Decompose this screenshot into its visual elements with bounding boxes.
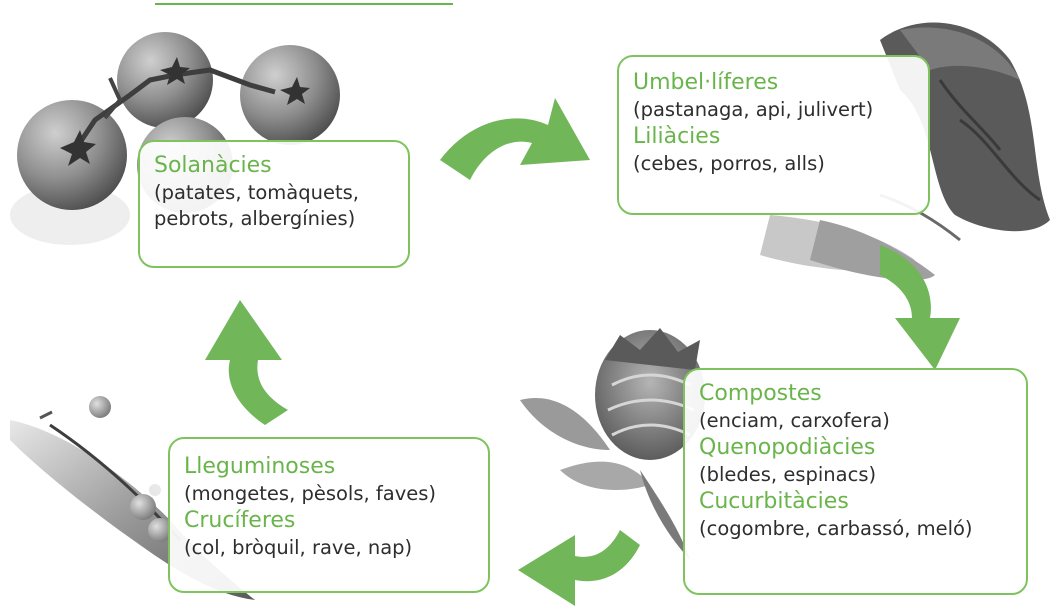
family-title: Compostes: [699, 380, 1012, 408]
family-title: Umbel·líferes: [633, 69, 914, 97]
artichoke-image: [520, 328, 705, 560]
family-examples: (cebes, porros, alls): [633, 151, 914, 177]
family-examples: (bledes, espinacs): [699, 462, 1012, 488]
family-title: Cucurbitàcies: [699, 488, 1012, 516]
group-box-umbelliferes: Umbel·líferes (pastanaga, api, julivert)…: [617, 55, 930, 215]
family-examples: (mongetes, pèsols, faves): [184, 481, 474, 507]
group-box-compostes: Compostes (enciam, carxofera) Quenopodià…: [683, 368, 1028, 595]
group-box-lleguminoses: Lleguminoses (mongetes, pèsols, faves) C…: [168, 437, 490, 593]
family-examples: (cogombre, carbassó, meló): [699, 516, 1012, 542]
family-title: Lleguminoses: [184, 453, 474, 481]
family-title: Liliàcies: [633, 123, 914, 151]
group-box-solanacies: Solanàcies (patates, tomàquets, pebrots,…: [138, 140, 410, 268]
family-examples: (patates, tomàquets,: [154, 180, 394, 206]
family-title: Crucíferes: [184, 507, 474, 535]
family-examples: (col, bròquil, rave, nap): [184, 535, 474, 561]
family-title: Quenopodiàcies: [699, 434, 1012, 462]
family-examples: (enciam, carxofera): [699, 408, 1012, 434]
family-title: Solanàcies: [154, 152, 394, 180]
family-examples: (pastanaga, api, julivert): [633, 97, 914, 123]
family-examples: pebrots, albergínies): [154, 206, 394, 232]
